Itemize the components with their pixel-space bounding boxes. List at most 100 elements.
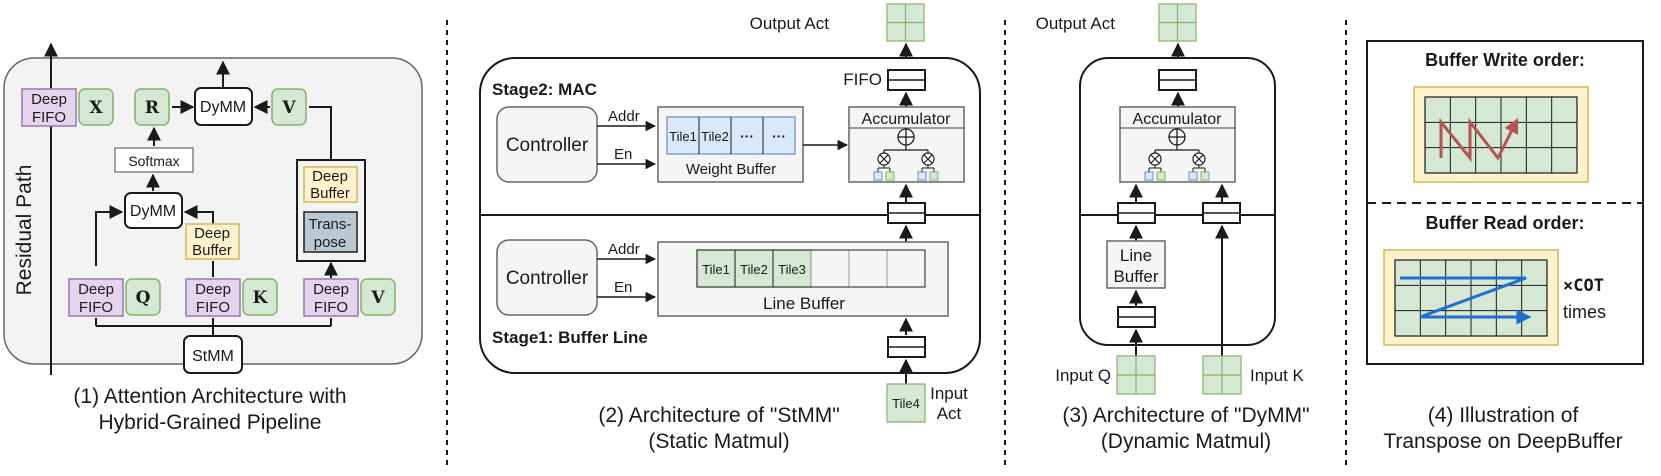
v-tensor-bottom-label: V xyxy=(370,288,385,308)
dymm-top-box xyxy=(194,87,253,126)
dymm-line-buffer-box xyxy=(1106,240,1166,289)
weight-buffer-tiles xyxy=(666,116,796,155)
tile4-label: Tile4 xyxy=(892,396,920,411)
deep-fifo-x-label-2: FIFO xyxy=(32,109,66,126)
input-act-label-1: Input xyxy=(930,384,968,403)
transpose-caption-line2: Transpose on DeepBuffer xyxy=(1383,430,1622,453)
dymm-mid-box xyxy=(124,192,183,229)
x-tensor-box xyxy=(78,88,114,126)
stmm-output-grid xyxy=(886,3,925,42)
stage1-controller xyxy=(496,239,598,316)
deep-buffer-v xyxy=(303,166,358,203)
transpose-label-1: Trans- xyxy=(309,216,352,233)
k-buffer-to-dymm-arrow xyxy=(183,205,214,226)
stage2-controller-label: Controller xyxy=(506,135,589,156)
deep-fifo-q-label-2: FIFO xyxy=(79,299,113,316)
tile4-box xyxy=(886,383,926,423)
stage1-en-label: En xyxy=(614,279,632,296)
q-to-dymm-arrow xyxy=(95,205,124,266)
times-cot-label: ×COT xyxy=(1563,276,1604,296)
weight-tile-1: Tile1 xyxy=(669,129,697,144)
write-order-title: Buffer Write order: xyxy=(1425,50,1585,70)
v-tensor-top-label: V xyxy=(281,98,296,118)
deep-fifo-k xyxy=(185,278,241,317)
deep-buffer-v-label-2: Buffer xyxy=(310,185,350,202)
stage2-addr-label: Addr xyxy=(608,108,640,125)
weight-tile-3: ··· xyxy=(740,128,754,144)
input-q-label: Input Q xyxy=(1055,366,1111,385)
stmm-caption-line2: (Static Matmul) xyxy=(648,430,789,453)
deep-fifo-v-label-1: Deep xyxy=(313,281,349,298)
deep-fifo-q xyxy=(68,278,124,317)
attention-caption-line1: (1) Attention Architecture with xyxy=(73,385,346,408)
x-tensor-label: X xyxy=(89,98,103,118)
deep-buffer-k-label-2: Buffer xyxy=(192,242,232,259)
deep-fifo-k-label-1: Deep xyxy=(195,281,231,298)
deep-fifo-v xyxy=(303,278,359,317)
dymm-output-grid xyxy=(1158,3,1197,42)
dymm-mac-tree xyxy=(1120,127,1235,181)
stmm-output-act-label: Output Act xyxy=(750,14,830,33)
dymm-line-buffer-label-1: Line xyxy=(1120,246,1152,265)
input-k-label: Input K xyxy=(1250,366,1305,385)
transpose-box xyxy=(303,211,358,253)
deep-buffer-k xyxy=(185,223,240,260)
transpose-caption-line1: (4) Illustration of xyxy=(1428,404,1579,427)
k-tensor-label: K xyxy=(253,288,269,308)
transpose-to-v-line xyxy=(309,106,332,160)
stage2-controller xyxy=(496,106,598,183)
deep-buffer-v-label-1: Deep xyxy=(312,168,348,185)
times-label: times xyxy=(1563,302,1606,322)
dymm-accumulator-label: Accumulator xyxy=(1133,111,1223,128)
input-k-grid xyxy=(1202,355,1242,395)
deep-fifo-x-label-1: Deep xyxy=(31,91,67,108)
residual-path-label: Residual Path xyxy=(13,165,36,296)
deep-buffer-k-label-1: Deep xyxy=(194,225,230,242)
write-buffer-grid xyxy=(1424,96,1578,174)
stmm-label: StMM xyxy=(192,348,234,365)
stage1-label: Stage1: Buffer Line xyxy=(492,328,648,347)
stage2-en-label: En xyxy=(614,146,632,163)
line-buffer-tiles xyxy=(696,249,926,288)
panel-transpose-illustration: Buffer Write order: Buffer Read order: ×… xyxy=(1366,40,1644,453)
transpose-label-2: pose xyxy=(314,234,347,251)
stmm-mac-tree xyxy=(849,127,964,181)
line-tile-1: Tile1 xyxy=(702,262,730,277)
input-q-grid xyxy=(1116,355,1156,395)
v-tensor-bottom-box xyxy=(360,278,396,316)
stmm-accumulator-box xyxy=(848,106,965,183)
write-order-zigzag xyxy=(1439,117,1519,163)
softmax-label: Softmax xyxy=(128,153,179,169)
panel-dymm-architecture: Output Act Accumulator xyxy=(1036,3,1310,453)
stmm-stage-register xyxy=(887,202,926,224)
dymm-caption-line2: (Dynamic Matmul) xyxy=(1101,430,1271,453)
stmm-fifo-register-top xyxy=(887,69,926,91)
deep-fifo-q-label-1: Deep xyxy=(78,281,114,298)
q-tensor-box xyxy=(125,278,161,316)
dymm-output-act-label: Output Act xyxy=(1036,14,1116,33)
stmm-caption-line1: (2) Architecture of "StMM" xyxy=(598,404,839,427)
weight-tile-2: Tile2 xyxy=(701,129,729,144)
dymm-q-input-register xyxy=(1117,306,1156,328)
panel-stmm-architecture: Output Act FIFO Stage2: MAC Stage1: Buff… xyxy=(479,3,981,453)
panel-attention-architecture: Residual Path Deep FIFO X R DyMM V Softm… xyxy=(3,42,423,434)
stage1-addr-label: Addr xyxy=(608,241,640,258)
weight-buffer-label: Weight Buffer xyxy=(686,161,776,178)
softmax-box xyxy=(114,147,194,173)
deep-fifo-x xyxy=(21,88,77,127)
deep-fifo-k-label-2: FIFO xyxy=(196,299,230,316)
stmm-fifo-label: FIFO xyxy=(843,70,882,89)
stage2-label: Stage2: MAC xyxy=(492,80,597,99)
r-tensor-box xyxy=(134,88,170,126)
dymm-top-label: DyMM xyxy=(200,99,246,116)
line-tile-2: Tile2 xyxy=(740,262,768,277)
stmm-input-register xyxy=(887,336,926,358)
dymm-left-stage-register xyxy=(1117,202,1156,224)
stage1-controller-label: Controller xyxy=(506,268,589,289)
line-tile-3: Tile3 xyxy=(778,262,806,277)
k-tensor-box xyxy=(242,278,278,316)
read-order-zigzag xyxy=(1400,276,1532,325)
weight-tile-4: ··· xyxy=(772,128,786,144)
dymm-mid-label: DyMM xyxy=(130,203,176,220)
